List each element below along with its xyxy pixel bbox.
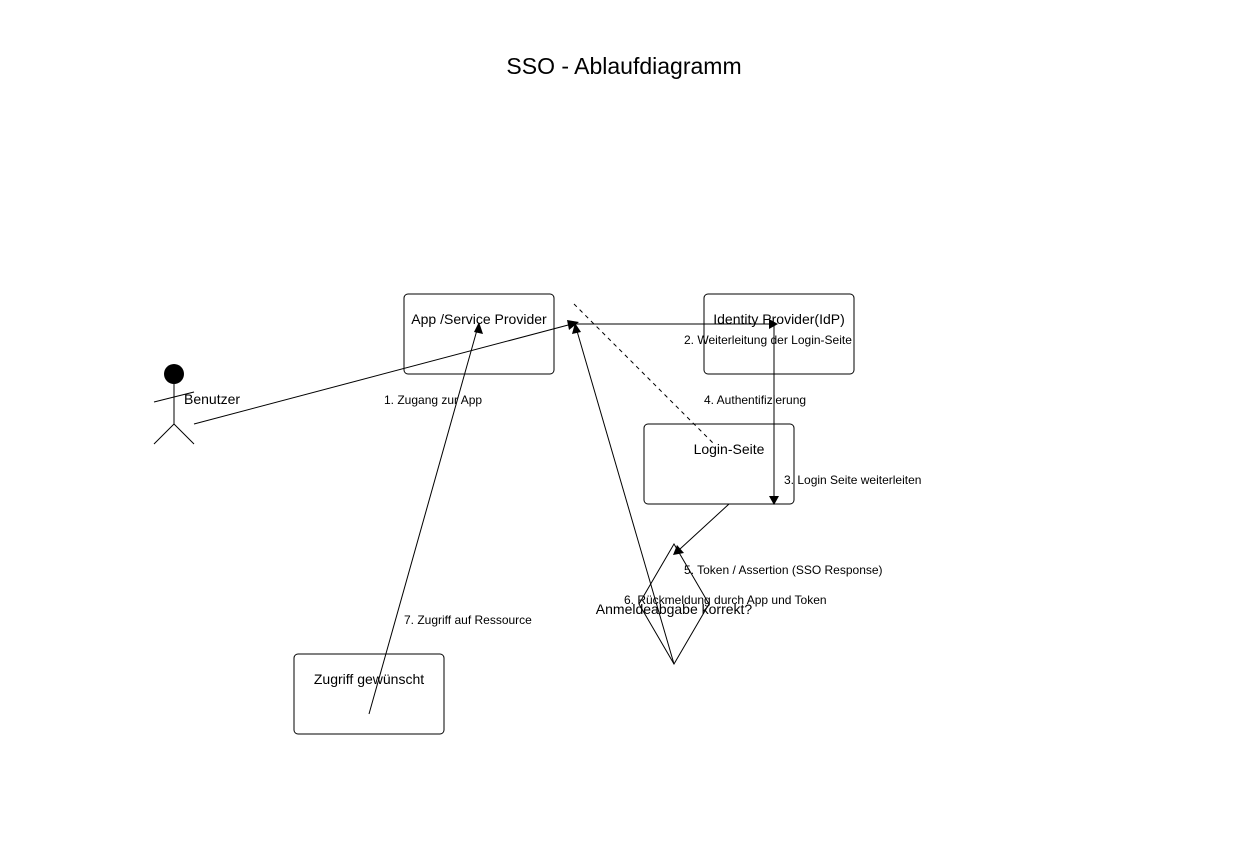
edge-1-label: 1. Zugang zur App <box>384 393 482 407</box>
edge-7-label: 7. Zugriff auf Ressource <box>404 613 532 627</box>
edge-5-line <box>679 503 730 550</box>
edge-3-forward-login[interactable]: 3. Login Seite weiterleiten <box>769 324 921 505</box>
edge-6-label: 6. Rückmeldung durch App und Token <box>624 593 827 607</box>
node-app-label: App /Service Provider <box>411 311 547 327</box>
node-access-box <box>293 653 445 735</box>
actor-head-icon <box>164 364 184 384</box>
edge-5-token-assertion[interactable]: 5. Token / Assertion (SSO Response) <box>673 503 883 577</box>
edge-3-label: 3. Login Seite weiterleiten <box>784 473 921 487</box>
edge-1-line <box>193 323 573 425</box>
node-idp-box <box>703 293 855 375</box>
edge-4-label: 4. Authentifizierung <box>704 393 806 407</box>
node-access-label: Zugriff gewünscht <box>314 671 424 687</box>
node-decision-label: Anmeldeabgabe korrekt? <box>596 601 753 617</box>
node-login-box <box>643 423 795 505</box>
node-app-service-provider[interactable]: App /Service Provider <box>403 293 555 375</box>
node-identity-provider[interactable]: Identity Provider(IdP) <box>703 293 855 375</box>
edge-6-line <box>576 330 675 665</box>
actor-right-leg <box>173 423 195 445</box>
node-idp-label: Identity Provider(IdP) <box>713 311 845 327</box>
edge-4-authentication[interactable]: 4. Authentifizierung <box>573 303 806 445</box>
node-decision[interactable]: Anmeldeabgabe korrekt? <box>596 543 753 665</box>
edge-7-line <box>368 329 478 715</box>
actor-arms <box>153 391 195 403</box>
edge-2-label: 2. Weiterleitung der Login-Seite <box>684 333 852 347</box>
edge-3-arrowhead <box>769 496 779 505</box>
node-app-box <box>403 293 555 375</box>
node-login-label: Login-Seite <box>694 441 765 457</box>
actor-left-leg <box>153 423 175 445</box>
edge-1-arrowhead <box>567 320 579 330</box>
node-access-requested[interactable]: Zugriff gewünscht <box>293 653 445 735</box>
edge-5-arrowhead <box>673 545 684 555</box>
diagram-title: SSO - Ablaufdiagramm <box>506 53 741 79</box>
edge-6-arrowhead <box>572 323 581 334</box>
edge-4-line <box>573 303 715 445</box>
edge-5-label: 5. Token / Assertion (SSO Response) <box>684 563 883 577</box>
edge-2-redirect-login[interactable]: 2. Weiterleitung der Login-Seite <box>574 319 852 347</box>
edge-6-app-response[interactable]: 6. Rückmeldung durch App und Token <box>572 323 827 665</box>
edge-7-arrowhead <box>474 322 483 334</box>
actor-user[interactable]: Benutzer <box>153 364 240 445</box>
edge-7-resource-access[interactable]: 7. Zugriff auf Ressource <box>368 322 532 715</box>
actor-label: Benutzer <box>184 391 240 407</box>
node-login-page[interactable]: Login-Seite <box>643 423 795 505</box>
